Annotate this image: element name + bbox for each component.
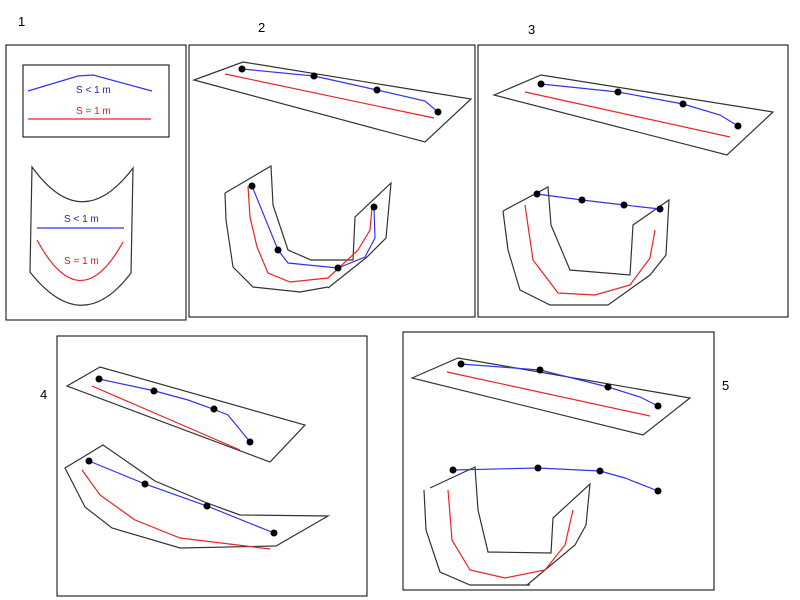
point-marker [274, 246, 282, 254]
point-marker [270, 529, 278, 537]
point-marker [310, 72, 318, 80]
legend-red-label: S = 1 m [76, 106, 111, 117]
point-marker [536, 366, 544, 374]
tilted-surface-outline [64, 444, 331, 549]
u-shape-inner [502, 186, 670, 306]
panel-number: 4 [40, 387, 47, 402]
point-marker [734, 122, 742, 130]
flat-plane [65, 366, 307, 463]
point-marker [248, 182, 256, 190]
point-marker [238, 65, 246, 73]
point-marker [141, 480, 149, 488]
panel-number: 5 [722, 378, 729, 393]
point-marker [210, 405, 218, 413]
point-marker [457, 360, 465, 368]
point-marker [654, 487, 662, 495]
point-marker [334, 264, 342, 272]
point-marker [373, 86, 381, 94]
red-curve [447, 489, 574, 579]
panel-frame [5, 44, 187, 321]
panel-number: 1 [18, 14, 25, 29]
panel-5: 5 [402, 331, 729, 591]
red-curve [247, 185, 373, 283]
point-marker [449, 466, 457, 474]
panel-frame [402, 331, 715, 591]
point-marker [596, 467, 604, 475]
blue-curve [98, 378, 251, 443]
blue-curve [241, 68, 439, 113]
panel-frame [477, 44, 789, 318]
flat-plane [192, 61, 473, 143]
u-shape-outer [224, 192, 329, 293]
panel-number: 2 [258, 20, 265, 35]
panel-3: 3 [477, 22, 789, 318]
point-marker [85, 457, 93, 465]
flat-plane [410, 357, 692, 436]
panel-4: 4 [40, 335, 368, 597]
section-blue-label: S < 1 m [64, 214, 99, 225]
point-marker [246, 438, 254, 446]
red-line [91, 385, 241, 451]
blue-line [88, 460, 275, 534]
blue-curve [27, 74, 153, 92]
red-line [446, 371, 651, 417]
point-marker [679, 100, 687, 108]
point-marker [434, 108, 442, 116]
point-marker [95, 375, 103, 383]
flat-plane [492, 74, 775, 156]
legend-box [22, 64, 170, 138]
panel-number: 3 [528, 22, 535, 37]
blue-curve [251, 185, 376, 269]
u-shape-inner [224, 164, 392, 289]
cross-section-outline [29, 165, 134, 306]
point-marker [620, 201, 628, 209]
section-red-label: S = 1 m [64, 256, 99, 267]
red-curve [81, 469, 271, 550]
point-marker [654, 402, 662, 410]
point-marker [533, 190, 541, 198]
u-shape-outer [423, 489, 530, 586]
red-line [524, 91, 731, 138]
point-marker [203, 502, 211, 510]
point-marker [656, 205, 664, 213]
panel-1: 1 S < 1 m S = 1 m S < 1 m S = 1 m [5, 14, 187, 321]
u-shape-inner [429, 466, 591, 586]
point-marker [614, 88, 622, 96]
blue-line [536, 193, 661, 210]
point-marker [370, 203, 378, 211]
point-marker [150, 387, 158, 395]
panel-2: 2 [188, 20, 476, 318]
panel-frame [56, 335, 368, 597]
point-marker [534, 464, 542, 472]
panel-frame [188, 44, 476, 318]
red-line [224, 73, 435, 119]
point-marker [537, 80, 545, 88]
blue-curve [460, 363, 659, 407]
blue-curve [452, 467, 659, 492]
point-marker [604, 383, 612, 391]
point-marker [578, 196, 586, 204]
red-curve [524, 204, 656, 296]
legend-blue-label: S < 1 m [76, 85, 111, 96]
red-curve [36, 239, 124, 281]
u-shape-outer [502, 210, 608, 306]
